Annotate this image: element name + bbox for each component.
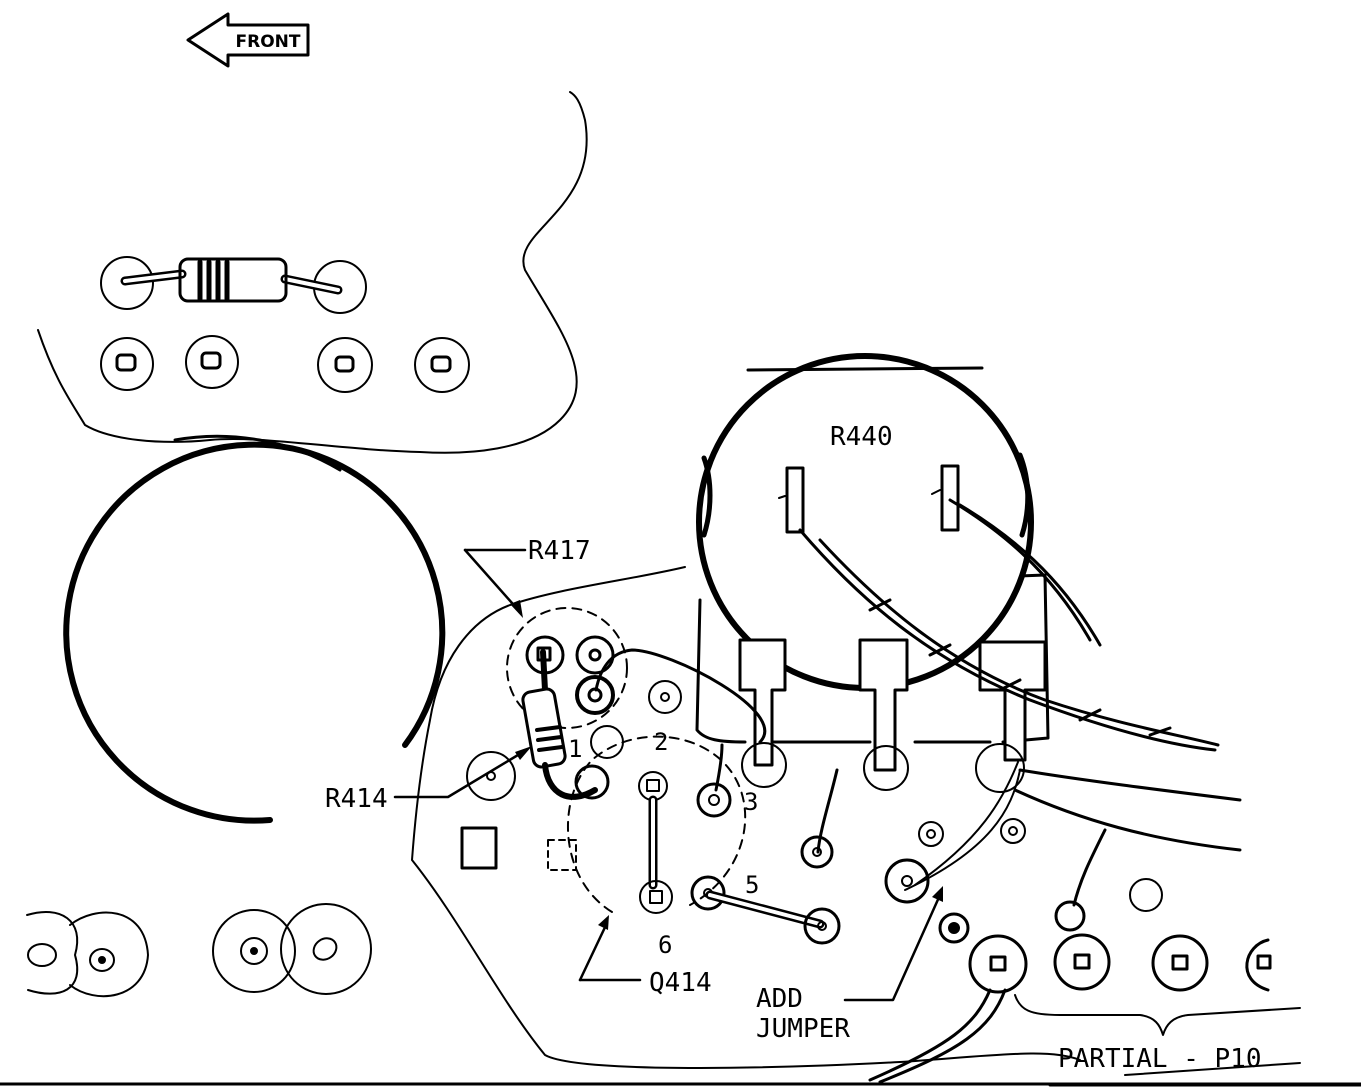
wire-bundle (1013, 768, 1242, 852)
right-pads (868, 818, 1272, 1084)
add-jumper-line2: JUMPER (756, 1014, 850, 1044)
r417-label: R417 (528, 536, 591, 566)
partial-caption: PARTIAL - P10 (1058, 1044, 1262, 1074)
top-resistor (100, 256, 367, 314)
pin-3-label: 3 (744, 788, 758, 816)
left-circle-cutout (63, 441, 446, 824)
pin-1-label: 1 (568, 735, 582, 763)
pin-2-label: 2 (654, 728, 668, 756)
top-pad-row (100, 335, 470, 393)
r414-label: R414 (325, 784, 388, 814)
leader-lines (393, 548, 942, 1002)
front-arrow-icon (186, 12, 310, 68)
pcb-outline (411, 566, 1081, 1069)
bottom-left-pads (26, 903, 372, 998)
add-jumper-line1: ADD (756, 984, 803, 1014)
q414-label: Q414 (649, 968, 712, 998)
r440-potentiometer (695, 353, 1050, 793)
r440-wires (594, 498, 1220, 891)
leader-arrowheads (510, 600, 943, 930)
pin-6-label: 6 (658, 931, 672, 959)
r417-r414-area (506, 607, 682, 800)
r440-label: R440 (830, 422, 893, 452)
top-board-outline (37, 91, 588, 454)
partial-bracket (1014, 994, 1301, 1036)
q414-area (460, 735, 841, 945)
pin-5-label: 5 (745, 871, 759, 899)
front-label: FRONT (236, 32, 301, 52)
